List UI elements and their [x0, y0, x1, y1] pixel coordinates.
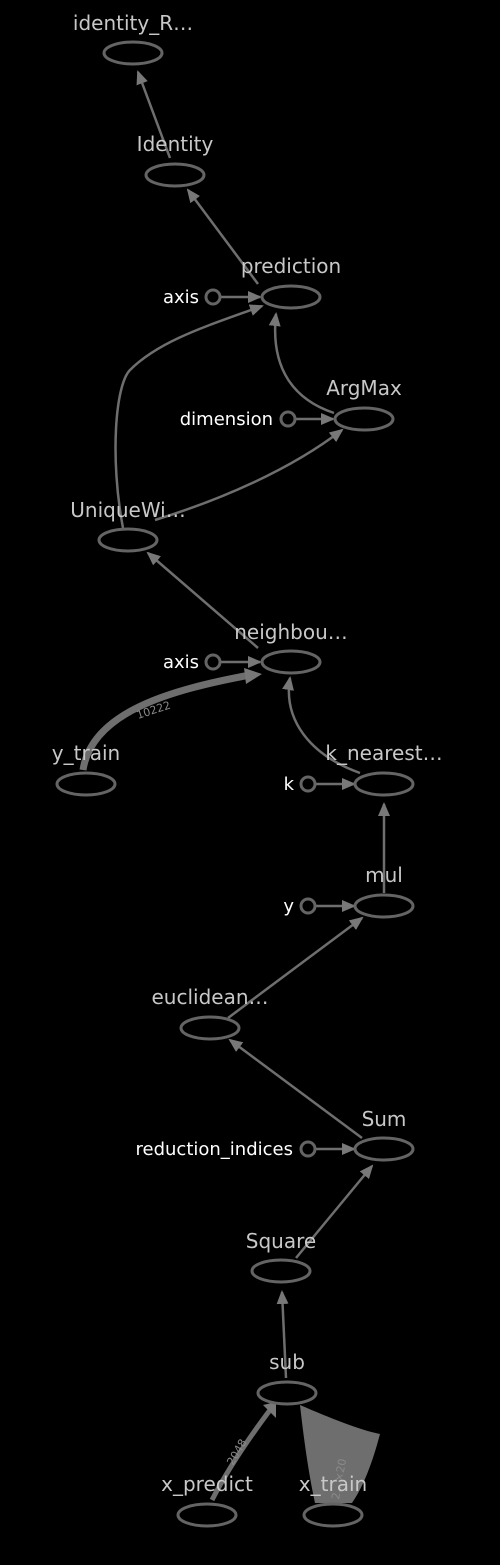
const-circle-argmax-dimension[interactable]	[279, 410, 297, 428]
const-circle-neighbou-axis[interactable]	[204, 653, 222, 671]
edge-label-x-predict: 2048	[224, 1437, 249, 1468]
const-circle-mul-y[interactable]	[299, 897, 317, 915]
label-y-train: y_train	[52, 741, 120, 765]
label-x-predict: x_predict	[161, 1472, 253, 1496]
const-label-argmax-dimension: dimension	[180, 409, 273, 430]
label-sub: sub	[269, 1350, 305, 1374]
label-k-nearest: k_nearest…	[325, 741, 442, 765]
const-label-neighbou-axis: axis	[163, 652, 199, 673]
node-square[interactable]	[250, 1258, 312, 1284]
node-identity-r[interactable]	[102, 40, 164, 66]
const-circle-prediction-axis[interactable]	[204, 288, 222, 306]
node-sum[interactable]	[353, 1136, 415, 1162]
node-x-predict[interactable]	[176, 1502, 238, 1528]
node-y-train[interactable]	[55, 771, 117, 797]
label-sum: Sum	[362, 1107, 407, 1131]
const-label-k-nearest-k: k	[284, 774, 295, 795]
edge-k-nearest-to-neighbou	[282, 676, 361, 775]
node-x-train[interactable]	[302, 1502, 364, 1528]
edge-euclidean-to-mul	[227, 916, 364, 1020]
label-identity-r: identity_R…	[73, 11, 193, 35]
node-prediction[interactable]	[260, 284, 322, 310]
node-mul[interactable]	[353, 893, 415, 919]
node-argmax[interactable]	[333, 406, 395, 432]
node-uniquewi[interactable]	[97, 527, 159, 553]
node-sub[interactable]	[256, 1380, 318, 1406]
edge-uniquewi-to-prediction	[114, 304, 264, 529]
node-euclidean[interactable]	[179, 1015, 241, 1041]
edge-x-train-to-sub	[300, 1405, 380, 1503]
node-identity[interactable]	[144, 162, 206, 188]
const-label-mul-y: y	[283, 896, 294, 917]
node-neighbou[interactable]	[260, 649, 322, 675]
edge-prediction-to-identity	[186, 188, 260, 285]
label-uniquewi: UniqueWi…	[70, 498, 185, 522]
edge-argmax-to-prediction	[268, 312, 335, 415]
label-euclidean: euclidean…	[151, 985, 268, 1009]
edge-x-predict-to-sub	[209, 1408, 273, 1502]
const-circle-k-nearest-k[interactable]	[299, 775, 317, 793]
edge-y-train-to-neighbou	[79, 671, 251, 771]
const-label-sum-reduction: reduction_indices	[136, 1139, 293, 1160]
edge-identity-to-identity-r	[136, 70, 172, 159]
const-label-prediction-axis: axis	[163, 287, 199, 308]
label-square: Square	[246, 1229, 316, 1253]
label-prediction: prediction	[241, 254, 341, 278]
edge-uniquewi-to-argmax	[154, 428, 344, 522]
label-x-train: x_train	[299, 1472, 367, 1496]
label-neighbou: neighbou…	[234, 620, 348, 644]
edge-sub-to-square	[276, 1290, 289, 1379]
label-argmax: ArgMax	[326, 376, 402, 400]
label-mul: mul	[365, 863, 403, 887]
edge-neighbou-to-uniquewi	[146, 551, 259, 649]
node-k-nearest[interactable]	[353, 771, 415, 797]
edge-sum-to-euclidean	[228, 1038, 363, 1140]
label-identity: Identity	[137, 132, 214, 156]
const-circle-sum-reduction[interactable]	[299, 1140, 317, 1158]
edge-square-to-sum	[295, 1164, 374, 1259]
